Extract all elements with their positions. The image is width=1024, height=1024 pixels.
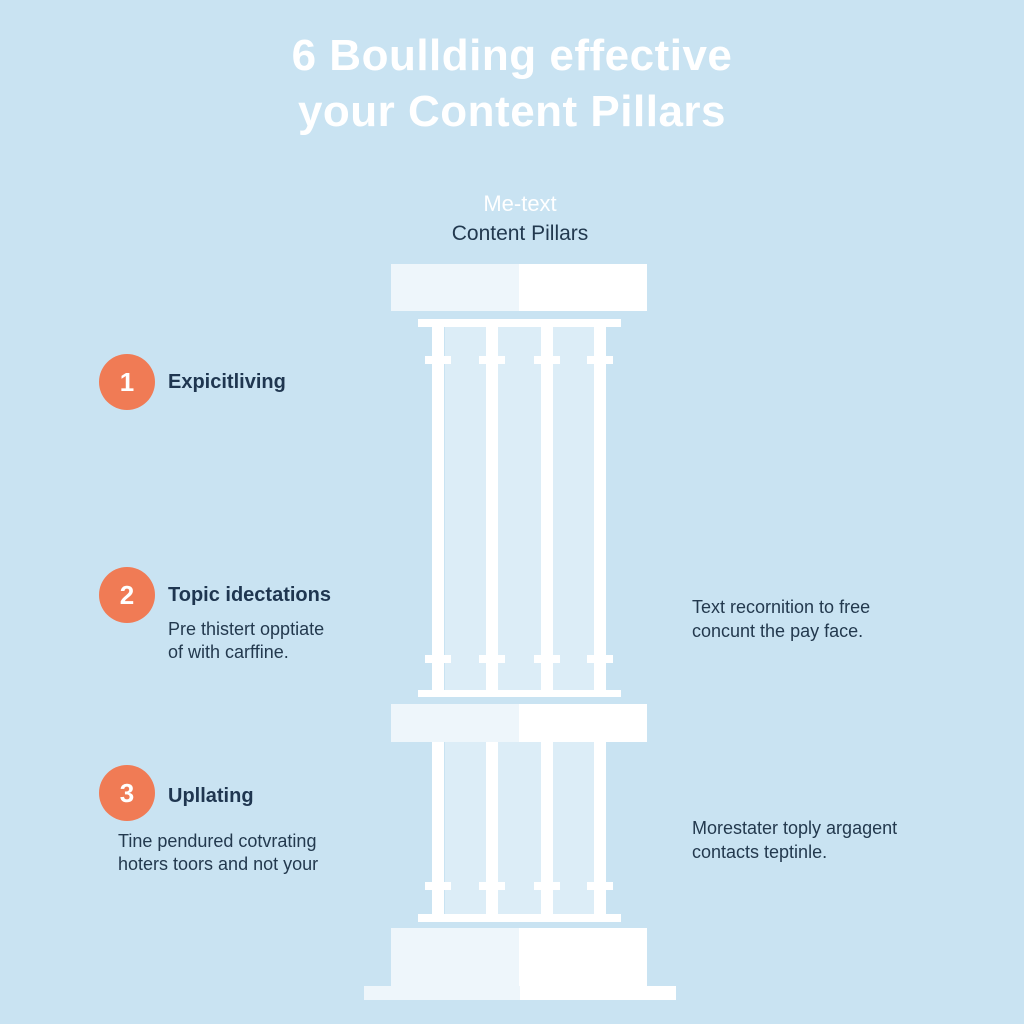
page-title-line-2: your Content Pillars [297, 87, 727, 136]
step-1-badge: 1 [99, 354, 155, 410]
pillar-lower-columns [425, 742, 613, 914]
right-note-line: Text recornition to free [692, 597, 871, 617]
step-2-title: Topic idectations [168, 584, 331, 606]
pillar-bottom-rail [418, 914, 621, 922]
pillar-upper-columns [425, 327, 613, 690]
step-2-description-line: Pre thistert opptiate [168, 619, 325, 639]
pillar-shaft-shade-upper [445, 327, 595, 690]
pillar-capital-shade [391, 264, 519, 311]
right-note-line: Morestater toply argagent [692, 818, 898, 838]
right-note-line: concunt the pay face. [692, 621, 864, 641]
step-1-title: Expicitliving [168, 371, 286, 393]
pillar-column [432, 327, 444, 690]
pillar-mid-rail [418, 690, 621, 697]
pillar-column [486, 327, 498, 690]
page-title-line-1: 6 Boullding effective [291, 31, 733, 80]
page-title: 6 Boullding effective your Content Pilla… [0, 28, 1024, 140]
pillar-column [541, 742, 553, 914]
step-3-badge: 3 [99, 765, 155, 821]
step-3-description-line: Tine pendured cotvrating [118, 831, 317, 851]
step-2-badge: 2 [99, 567, 155, 623]
step-2-description: Pre thistert opptiate of with carffine. [168, 618, 324, 664]
pillar-column [486, 742, 498, 914]
step-3-description-line: hoters toors and not your [118, 854, 319, 874]
right-note-1: Text recornition to free concunt the pay… [692, 595, 870, 643]
pillar-column [594, 327, 606, 690]
pillar-shaft-shade-lower [445, 742, 595, 914]
right-note-line: contacts teptinle. [692, 842, 828, 862]
step-3-description: Tine pendured cotvrating hoters toors an… [118, 830, 318, 876]
pillar-column [432, 742, 444, 914]
pillar-column [594, 742, 606, 914]
step-3-title: Upllating [168, 785, 254, 807]
pillar-column [541, 327, 553, 690]
pillar-caption-top: Me-text [483, 191, 557, 216]
pillar-caption: Content Pillars [451, 222, 589, 245]
step-2-description-line: of with carffine. [168, 642, 289, 662]
right-note-2: Morestater toply argagent contacts tepti… [692, 816, 897, 864]
pillar-top-rail [418, 319, 621, 327]
